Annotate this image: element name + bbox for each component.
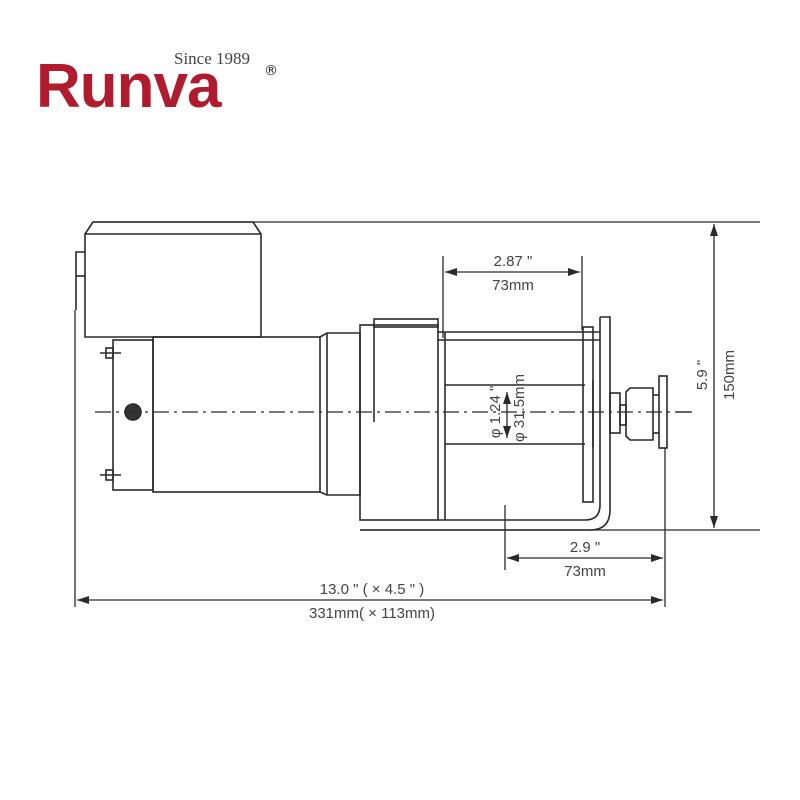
motor-end-cap (100, 339, 154, 491)
end-bracket (360, 316, 611, 531)
drum-width-metric: 73mm (492, 277, 534, 294)
drum-diameter-metric: φ 31.5mm (511, 374, 528, 442)
cable-drum (437, 326, 600, 520)
drum-width-imperial: 2.87 " (494, 253, 533, 270)
height-metric: 150mm (721, 350, 738, 400)
brand-name: Runva (36, 52, 221, 121)
overall-length-imperial: 13.0 " ( × 4.5 " ) (320, 581, 424, 598)
drum-diameter-imperial: φ 1.24 " (487, 386, 504, 439)
overall-length-metric: 331mm( × 113mm) (309, 605, 435, 622)
brand-logo: Since 1989 Runva ® (36, 50, 296, 130)
brand-tagline: Since 1989 (174, 49, 251, 68)
motor-body (152, 332, 361, 496)
gearbox-housing (359, 318, 439, 521)
height-imperial: 5.9 " (694, 360, 711, 390)
registered-mark-icon: ® (264, 63, 278, 79)
base-spacing-imperial: 2.9 " (570, 539, 600, 556)
base-spacing-metric: 73mm (564, 563, 606, 580)
